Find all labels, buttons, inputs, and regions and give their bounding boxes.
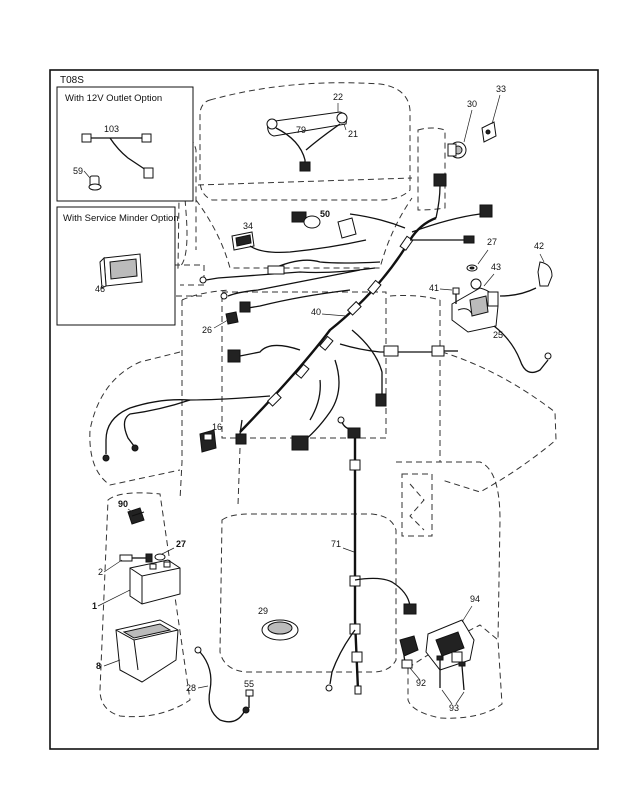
diagram-frame — [49, 69, 599, 750]
callout-1: 1 — [92, 601, 97, 611]
terminal-boot-42 — [537, 261, 553, 287]
service-minder-display — [99, 253, 143, 289]
bolt-55 — [245, 689, 254, 708]
callout-46: 46 — [95, 284, 105, 294]
seat-harness-71 — [325, 416, 417, 695]
pto-switch — [291, 211, 321, 229]
callout-30: 30 — [467, 99, 477, 109]
callout-59: 59 — [73, 166, 83, 176]
callout-2: 2 — [98, 567, 103, 577]
switch-92 — [399, 635, 419, 669]
ignition-key — [481, 121, 497, 143]
callout-42: 42 — [534, 241, 544, 251]
callout-50: 50 — [320, 209, 330, 219]
nut-27-top — [466, 264, 478, 272]
seat-module-34 — [231, 231, 255, 251]
main-wire-harness — [102, 173, 493, 462]
callout-25: 25 — [493, 330, 503, 340]
callout-26: 26 — [202, 325, 212, 335]
callout-79: 79 — [296, 125, 306, 135]
seat-switch-29 — [261, 619, 299, 641]
callout-27-battery: 27 — [176, 539, 186, 549]
tractor-body-outline — [89, 82, 557, 719]
callout-27-top: 27 — [487, 237, 497, 247]
cable-25 — [493, 287, 552, 374]
relay-bracket — [337, 217, 357, 239]
bolt-41 — [452, 287, 460, 304]
callout-93: 93 — [449, 703, 459, 713]
battery-tray-8 — [115, 619, 179, 683]
inset-service-minder-title: With Service Minder Option — [63, 213, 179, 224]
callout-34: 34 — [243, 221, 253, 231]
12v-outlet-socket — [88, 175, 102, 191]
callout-43: 43 — [491, 262, 501, 272]
inset-12v-outlet-box — [56, 86, 194, 202]
connector-26 — [225, 311, 239, 325]
switch-assembly-94 — [425, 619, 475, 671]
callout-94: 94 — [470, 594, 480, 604]
callout-33: 33 — [496, 84, 506, 94]
callout-28: 28 — [186, 683, 196, 693]
battery-1 — [129, 559, 181, 605]
relay-16 — [199, 429, 217, 453]
battery-terminal-bolts — [119, 553, 166, 563]
ignition-switch — [447, 141, 467, 159]
callout-21: 21 — [348, 129, 358, 139]
callout-71: 71 — [331, 539, 341, 549]
ground-cable-28 — [194, 646, 250, 723]
callout-22: 22 — [333, 92, 343, 102]
frame-code: T08S — [60, 75, 84, 86]
callout-41: 41 — [429, 283, 439, 293]
callout-92: 92 — [416, 678, 426, 688]
callout-16: 16 — [212, 422, 222, 432]
outlet-harness-wire — [81, 133, 154, 179]
callout-55: 55 — [244, 679, 254, 689]
callout-90: 90 — [118, 499, 128, 509]
screws-93 — [436, 655, 466, 691]
callout-103: 103 — [104, 124, 119, 134]
inset-12v-outlet-title: With 12V Outlet Option — [65, 93, 162, 104]
callout-29: 29 — [258, 606, 268, 616]
starter-solenoid-bracket — [451, 278, 499, 333]
callout-40: 40 — [311, 307, 321, 317]
callout-8: 8 — [96, 661, 101, 671]
headlight-assembly — [266, 111, 348, 172]
